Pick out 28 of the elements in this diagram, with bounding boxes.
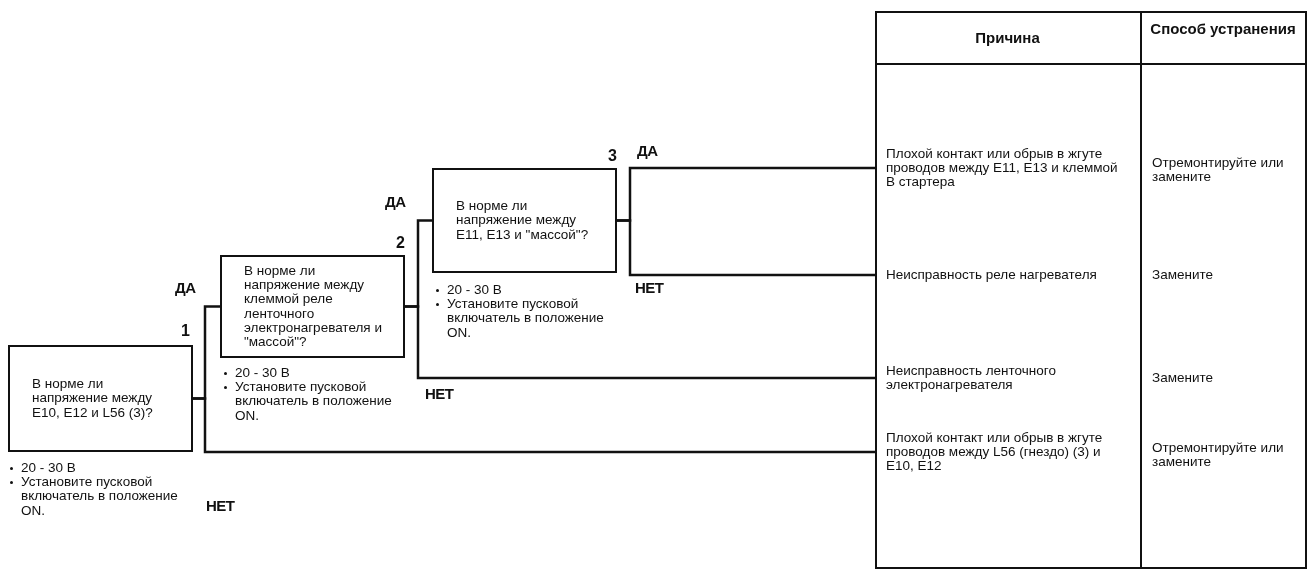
column-header: Способ устранения	[1149, 21, 1297, 36]
step-number: 2	[396, 234, 405, 252]
remedy-text: Отремонтируйте или замените	[1152, 155, 1285, 185]
decision-box	[432, 168, 617, 273]
step-number: 3	[608, 147, 617, 165]
condition-note: 20 - 30 В	[235, 366, 290, 381]
step-number: 1	[181, 322, 190, 340]
condition-note: Установите пусковой включатель в положение ON.	[21, 475, 178, 518]
condition-note: 20 - 30 В	[447, 283, 502, 298]
remedy-text: Отремонтируйте или замените	[1152, 440, 1285, 470]
question-text: В норме ли напряжение между клеммой реле ленточного электронагревателя и "массой"?	[244, 264, 383, 349]
remedy-text: Замените	[1152, 267, 1214, 283]
condition-note: 20 - 30 В	[21, 461, 76, 476]
condition-note: Установите пусковой включатель в положение ON.	[447, 297, 604, 340]
cause-text: Неисправность ленточного электронагревателя	[876, 363, 1138, 393]
remedy-text: Замените	[1152, 370, 1214, 386]
connector-line	[617, 219, 876, 277]
decision-box	[220, 255, 405, 358]
cause-text: Плохой контакт или обрыв в жгуте проводов между L56 (гнездо) (3) и E10, E12	[876, 430, 1138, 474]
question-text: В норме ли напряжение между E10, E12 и L56 (3)?	[32, 377, 154, 420]
column-header: Причина	[974, 30, 1041, 45]
cause-text: Неисправность реле нагревателя	[876, 267, 1138, 283]
decision-box	[8, 345, 193, 452]
question-text: В норме ли напряжение между E11, E13 и "массой"?	[456, 199, 590, 242]
connector-line	[193, 397, 876, 454]
condition-note: Установите пусковой включатель в положение ON.	[235, 380, 392, 423]
connector-line	[405, 305, 876, 380]
cause-text: Плохой контакт или обрыв в жгуте проводов между E11, E13 и клеммой B стартера	[876, 146, 1138, 190]
